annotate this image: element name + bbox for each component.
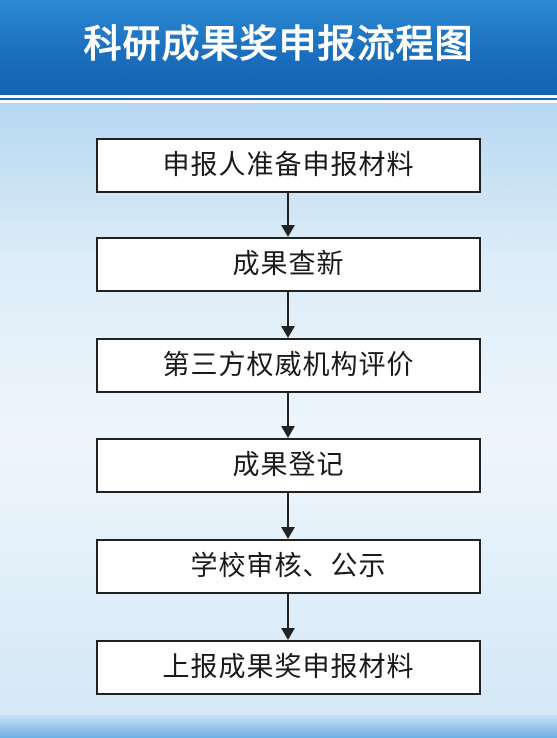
footer-bar [0,715,557,738]
flowchart-area [0,103,557,715]
header-divider [0,95,557,103]
arrow-down-icon [281,393,295,438]
step-submit-application: 上报成果奖申报材料 [96,640,481,695]
step-novelty-search: 成果查新 [96,237,481,292]
arrow-down-icon [281,493,295,539]
arrow-down-icon [281,594,295,640]
arrow-down-icon [281,193,295,237]
header-banner: 科研成果奖申报流程图 [0,0,557,95]
step-registration: 成果登记 [96,438,481,493]
step-school-review: 学校审核、公示 [96,539,481,594]
step-prepare-materials: 申报人准备申报材料 [96,138,481,193]
step-third-party-evaluation: 第三方权威机构评价 [96,338,481,393]
page-title: 科研成果奖申报流程图 [83,22,474,66]
arrow-down-icon [281,292,295,338]
